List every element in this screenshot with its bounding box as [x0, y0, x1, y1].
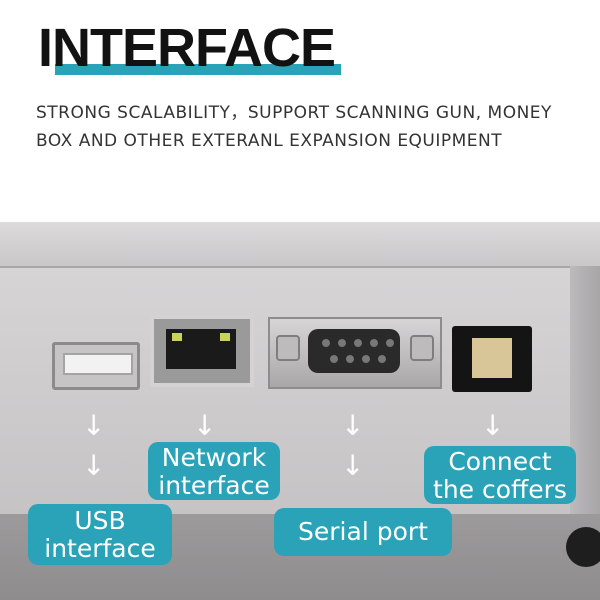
coffers-label-line2: the coffers — [433, 475, 567, 504]
arrow-down-icon: ↓ — [82, 409, 106, 442]
serial-port-body — [308, 329, 400, 373]
network-led-right — [220, 333, 230, 341]
network-interface-label: Network interface — [148, 442, 280, 500]
usb-port — [52, 342, 140, 390]
network-label-line1: Network — [161, 443, 267, 472]
serial-pin — [330, 355, 338, 363]
serial-pin — [386, 339, 394, 347]
network-port — [150, 315, 254, 387]
usb-label-line2: interface — [44, 534, 156, 563]
serial-port — [268, 317, 442, 389]
serial-pin — [354, 339, 362, 347]
coffers-label-line1: Connect — [448, 447, 552, 476]
arrow-down-icon: ↓ — [481, 409, 505, 442]
network-port-opening — [166, 329, 236, 369]
arrow-down-icon: ↓ — [341, 409, 365, 442]
network-label-line2: interface — [158, 471, 270, 500]
coffers-port-opening — [472, 338, 512, 378]
serial-pin — [370, 339, 378, 347]
device-top-surface — [0, 222, 600, 266]
serial-port-label: Serial port — [274, 508, 452, 556]
header: INTERFACE STRONG SCALABILITY，SUPPORT SCA… — [0, 0, 600, 222]
serial-screw-right — [410, 335, 434, 361]
subtitle-text: STRONG SCALABILITY，SUPPORT SCANNING GUN,… — [36, 103, 552, 151]
usb-port-opening — [63, 353, 133, 375]
title-underline-bar — [55, 64, 341, 75]
serial-pin — [378, 355, 386, 363]
connect-coffers-label: Connect the coffers — [424, 446, 576, 504]
usb-interface-label: USB interface — [28, 504, 172, 565]
network-led-left — [172, 333, 182, 341]
serial-pin — [362, 355, 370, 363]
page-title: INTERFACE — [38, 18, 336, 78]
usb-label-line1: USB — [74, 506, 126, 535]
arrow-down-icon: ↓ — [82, 449, 106, 482]
serial-pin — [346, 355, 354, 363]
serial-pin — [322, 339, 330, 347]
arrow-down-icon: ↓ — [193, 409, 217, 442]
serial-pin — [338, 339, 346, 347]
serial-screw-left — [276, 335, 300, 361]
arrow-down-icon: ↓ — [341, 449, 365, 482]
coffers-port — [452, 326, 532, 392]
rubber-foot — [566, 527, 600, 567]
